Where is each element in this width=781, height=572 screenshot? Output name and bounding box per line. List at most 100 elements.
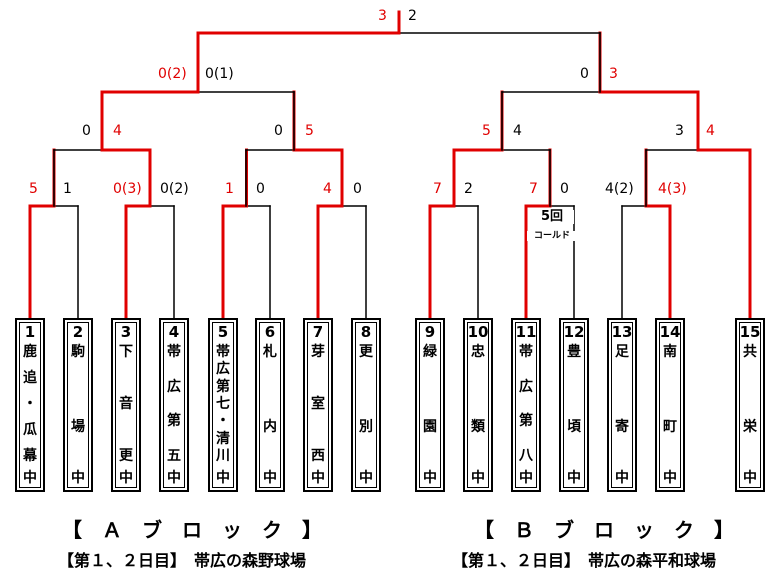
team-name-char: ・ [216,413,230,430]
score-r3-1-left: 0(2) [158,66,187,82]
block-a-subtitle: 【第１、２日目】 帯広の森野球場 [58,551,307,570]
team-number: 3 [120,323,132,341]
called-game-label: コールド [527,231,577,241]
team-suffix: 中 [663,470,677,486]
score-r2-2-right: 5 [305,123,314,139]
team-number: 6 [264,323,276,341]
score-r1-3-left: 1 [225,181,234,197]
team-name: 南町 [657,344,683,464]
team-name-char: 芽 [311,344,325,360]
team-suffix: 中 [519,470,533,486]
score-r2-1-left: 0 [82,123,91,139]
score-r2-4-right: 4 [706,123,715,139]
team-name-char: 場 [71,418,85,435]
team-number: 13 [611,323,633,341]
score-r1-1-right: 1 [63,181,72,197]
team-number: 12 [563,323,585,341]
team-name-char: 札 [263,344,277,360]
team-name: 足寄 [609,344,635,464]
score-final-right: 2 [408,8,417,24]
team-number: 1 [24,323,36,341]
team-name-char: 第 [216,378,230,395]
team-name-char: 追 [23,370,37,386]
block-a-title: 【 Ａ ブ ロ ッ ク 】 [62,518,322,542]
score-r1-7-right: 4(3) [658,181,687,197]
team-name-char: 更 [359,344,373,360]
team-name-char: 音 [119,396,133,412]
team-suffix: 中 [216,470,230,486]
team-name-char: 帯 [167,344,181,360]
team-name-char: 瓜 [23,422,37,438]
team-name-char: 頃 [567,418,581,435]
team-number: 4 [168,323,180,341]
score-r1-4-right: 0 [353,181,362,197]
team-name-char: 室 [311,396,325,412]
team-name-char: 町 [663,418,677,435]
team-suffix: 中 [359,470,373,486]
team-name-char: 忠 [471,344,485,360]
team-name: 忠類 [465,344,491,464]
team-number: 10 [467,323,489,341]
team-number: 14 [659,323,681,341]
team-name-char: 川 [216,447,230,464]
team-suffix: 中 [423,470,437,486]
team-name-char: 清 [216,430,230,447]
team-name: 駒場 [65,344,91,464]
team-name: 共栄 [737,344,763,464]
team-name-char: 帯 [216,344,230,360]
team-name: 豊頃 [561,344,587,464]
team-name-char: 広 [167,378,181,395]
team-suffix: 中 [71,470,85,486]
team-name-char: 幕 [23,448,37,464]
team-name-char: 寄 [615,418,629,435]
team-name-char: 鹿 [23,344,37,360]
team-number: 2 [72,323,84,341]
score-r1-3-right: 0 [256,181,265,197]
team-name-char: 下 [119,344,133,360]
team-name-char: 豊 [567,344,581,360]
score-r3-2-left: 0 [580,66,589,82]
block-b-title: 【 Ｂ ブ ロ ッ ク 】 [474,518,734,542]
score-r1-2-left: 0(3) [113,181,142,197]
team-name: 札内 [257,344,283,464]
team-name-char: 広 [519,378,533,395]
score-r2-3-left: 5 [482,123,491,139]
score-r1-5-left: 7 [433,181,442,197]
team-name-char: 西 [311,448,325,464]
team-name-char: 類 [471,418,485,435]
team-name-char: 共 [743,344,757,360]
score-r1-6-left: 7 [529,181,538,197]
score-r2-1-right: 4 [113,123,122,139]
block-b-subtitle: 【第１、２日目】 帯広の森平和球場 [452,551,717,570]
team-suffix: 中 [167,470,181,486]
team-suffix: 中 [311,470,325,486]
team-name-char: 足 [615,344,629,360]
team-number: 11 [515,323,537,341]
team-name: 下音更 [113,344,139,464]
team-suffix: 中 [567,470,581,486]
team-suffix: 中 [263,470,277,486]
team-number: 9 [424,323,436,341]
score-r3-1-right: 0(1) [205,66,234,82]
team-name-char: 栄 [743,418,757,435]
team-name-char: 更 [119,448,133,464]
team-name-char: 緑 [423,344,437,360]
team-name: 更別 [353,344,379,464]
team-name: 帯広第八 [513,344,539,464]
team-name-char: 広 [216,361,230,378]
team-box-6: 6 札内中 [255,318,285,492]
score-r2-3-right: 4 [513,123,522,139]
team-name-char: 駒 [71,344,85,360]
score-r1-4-left: 4 [323,181,332,197]
